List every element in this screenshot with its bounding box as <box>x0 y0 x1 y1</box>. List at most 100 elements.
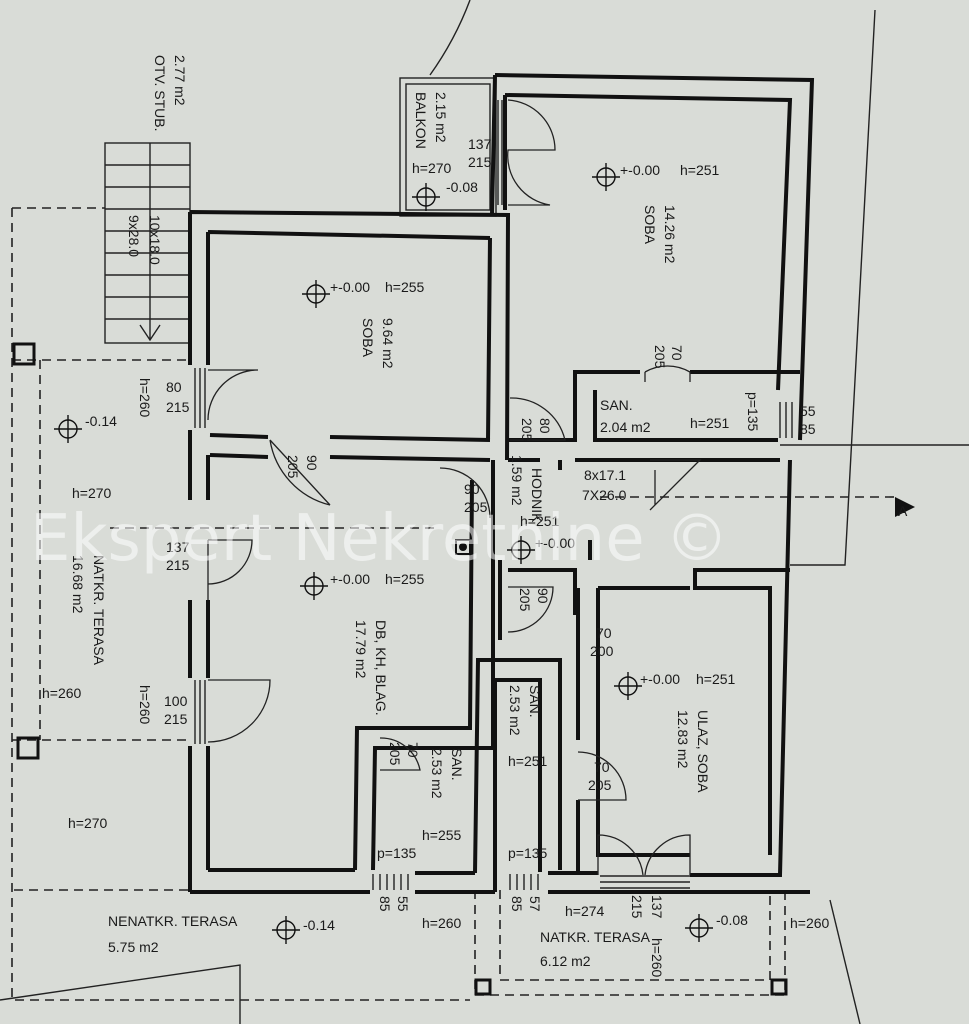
door-soba-left-in-h: 205 <box>285 455 301 479</box>
bath-top-area: 2.04 m2 <box>600 419 651 435</box>
walls <box>188 73 815 894</box>
level-marker <box>54 415 82 443</box>
hallway-height: h=251 <box>520 513 560 529</box>
door-terrace1-h: 215 <box>166 557 190 573</box>
open-terrace-h270: h=270 <box>68 815 108 831</box>
door-hodnik2-w: 90 <box>464 481 480 497</box>
terrace-right-area: 6.12 m2 <box>540 953 591 969</box>
stairs-in-b: 7X26.0 <box>582 487 627 503</box>
level-marker <box>302 280 330 308</box>
column <box>16 736 40 760</box>
hallway-name: HODNIK <box>529 468 545 523</box>
terrace-outlines <box>11 207 900 1001</box>
door-soba-left-h: 215 <box>166 399 190 415</box>
door-soba-left-in-w: 90 <box>304 455 320 471</box>
door-terrace2-h: 215 <box>164 711 188 727</box>
door-san-right-w: 70 <box>594 759 610 775</box>
terrace-right-height: h=260 <box>649 938 665 978</box>
stairs-out-steps2: 9x28.0 <box>126 215 142 257</box>
watermark: Ekspert Nekretnine © <box>30 502 729 576</box>
entrance-height: h=251 <box>696 671 736 687</box>
door-soba-left-w: 80 <box>166 379 182 395</box>
terrace-right-level: -0.08 <box>716 912 748 928</box>
door-soba-right-w: 70 <box>669 345 685 361</box>
door-san-mid-h: 205 <box>387 742 403 766</box>
stairs-out-name: OTV. STUB. <box>152 55 168 132</box>
bath-top-name: SAN. <box>600 397 633 413</box>
terrace-right-name: NATKR. TERASA <box>540 929 651 945</box>
entrance-level: +-0.00 <box>640 671 680 687</box>
level-marker <box>614 672 642 700</box>
balcony-area: 2.15 m2 <box>433 92 449 143</box>
open-terrace-height: h=260 <box>422 915 462 931</box>
bath-mid-height: h=255 <box>422 827 462 843</box>
door-hodnik2-h: 205 <box>464 499 488 515</box>
bath-mid-name: SAN. <box>449 748 465 781</box>
door-san-mid-w: 70 <box>405 742 421 758</box>
level-marker <box>592 163 620 191</box>
balcony-name: BALKON <box>413 92 429 149</box>
bath-right-name: SAN. <box>527 685 543 718</box>
living-name: DB, KH, BLAG. <box>373 620 389 716</box>
terrace-left-height4: h=260 <box>137 685 153 725</box>
door-ulaz-w: 70 <box>596 625 612 641</box>
section-marker-label: A <box>898 503 908 519</box>
room-top-left-area: 9.64 m2 <box>380 318 396 369</box>
door-soba-right-h: 205 <box>652 345 668 369</box>
room-top-right-name: SOBA <box>642 205 658 245</box>
living-height: h=255 <box>385 571 425 587</box>
chimney <box>455 539 471 555</box>
column <box>12 342 36 366</box>
hallway-level: +-0.00 <box>535 535 575 551</box>
bath-right-area: 2.53 m2 <box>507 685 523 736</box>
windows <box>194 100 793 890</box>
level-marker <box>412 183 440 211</box>
living-area: 17.79 m2 <box>353 620 369 679</box>
room-top-left-name: SOBA <box>360 318 376 358</box>
door-ulaz-h: 200 <box>590 643 614 659</box>
door-terrace2-w: 100 <box>164 693 188 709</box>
level-marker <box>300 572 328 600</box>
door-hodnik-w: 80 <box>537 418 553 434</box>
stairs-in-a: 8x17.1 <box>584 467 626 483</box>
open-terrace-level: -0.14 <box>303 917 335 933</box>
door-hodnik3-w: 90 <box>535 588 551 604</box>
column <box>770 978 788 996</box>
terrace-left-height3: h=260 <box>137 378 153 418</box>
terrace-left-height2: h=260 <box>42 685 82 701</box>
terrace-right-d2: 215 <box>629 895 645 919</box>
terrace-left-name: NATKR. TERASA <box>91 555 107 666</box>
stairs-out-steps: 10x18.0 <box>147 215 163 265</box>
level-marker <box>272 916 300 944</box>
bath-top-height: h=251 <box>690 415 730 431</box>
room-top-right-area: 14.26 m2 <box>662 205 678 264</box>
bath-mid-p: p=135 <box>377 845 417 861</box>
level-marker <box>507 536 535 564</box>
balcony-door2: 215 <box>468 154 492 170</box>
stairs-out-area: 2.77 m2 <box>172 55 188 106</box>
room-top-right-height: h=251 <box>680 162 720 178</box>
room-top-right-level: +-0.00 <box>620 162 660 178</box>
open-terrace-area: 5.75 m2 <box>108 939 159 955</box>
door-hodnik3-h: 205 <box>517 588 533 612</box>
bath-mid-w2: 85 <box>377 896 393 912</box>
bath-mid-area: 2.53 m2 <box>429 748 445 799</box>
living-level: +-0.00 <box>330 571 370 587</box>
terrace-left-area: 16.68 m2 <box>70 555 86 614</box>
balcony-height: h=270 <box>412 160 452 176</box>
terrace-right-h274: h=274 <box>565 903 605 919</box>
level-markers <box>54 163 713 944</box>
terrace-right-height-r: h=260 <box>790 915 830 931</box>
bath-right-w2: 85 <box>509 896 525 912</box>
bath-mid-w1: 55 <box>395 896 411 912</box>
bath-right-height: h=251 <box>508 753 548 769</box>
entrance-area: 12.83 m2 <box>675 710 691 769</box>
door-swings <box>207 99 702 876</box>
bath-top-w1: 55 <box>800 403 816 419</box>
bath-top-p: p=135 <box>745 392 761 432</box>
column <box>474 978 492 996</box>
open-terrace-name: NENATKR. TERASA <box>108 913 238 929</box>
terrace-left-level: -0.14 <box>85 413 117 429</box>
